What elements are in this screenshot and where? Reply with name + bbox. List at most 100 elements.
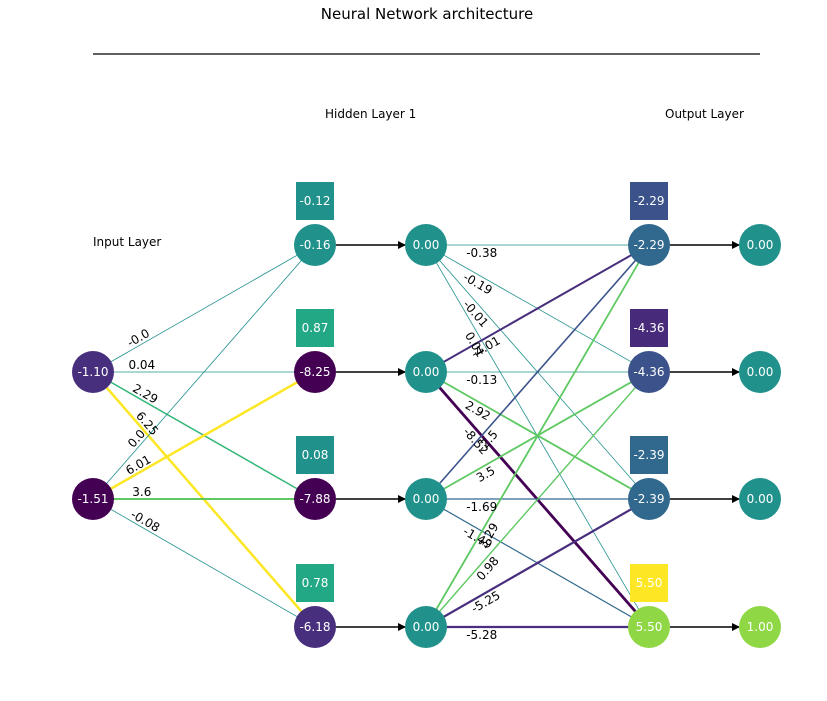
hidden-post-neuron: 0.00 [405, 351, 447, 393]
neuron-value: -2.39 [633, 492, 664, 506]
hidden-post-neuron: 0.00 [405, 478, 447, 520]
bias-box: -4.36 [630, 309, 668, 347]
neuron-circle [628, 606, 670, 648]
weight-label: -0.38 [466, 246, 497, 260]
neuron-value: -6.18 [299, 620, 330, 634]
edge-hidden-output [425, 244, 650, 628]
neuron-value: 0.00 [413, 238, 440, 252]
neuron-circle [405, 478, 447, 520]
bias-box: 0.87 [296, 309, 334, 347]
neuron-circle [72, 478, 114, 520]
edge-input-hidden [92, 244, 316, 500]
bias-box: -2.39 [630, 436, 668, 474]
bias-value: 0.08 [302, 448, 329, 462]
weight-label: -0.08 [128, 507, 162, 535]
edge-input-hidden [92, 244, 316, 373]
input-neuron: -1.51 [72, 478, 114, 520]
edge-hidden-output [425, 244, 650, 373]
activation-arrows [336, 241, 740, 631]
neuron-circle [405, 606, 447, 648]
bias-box: -2.29 [630, 182, 668, 220]
bias-rect [630, 182, 668, 220]
neuron-nodes: -1.10 -1.51 -0.16 -8.25 -7.88 -6.18 0.00 0.00 0.… [72, 224, 781, 648]
edge-hidden-output [425, 371, 650, 628]
neuron-circle [405, 351, 447, 393]
neuron-value: -4.36 [633, 365, 664, 379]
weight-label: -1.69 [466, 500, 497, 514]
neuron-circle [628, 351, 670, 393]
neuron-value: -1.10 [77, 365, 108, 379]
bias-rect [630, 564, 668, 602]
neuron-circle [294, 478, 336, 520]
bias-rect [630, 309, 668, 347]
output-post-neuron: 0.00 [739, 478, 781, 520]
neuron-value: -0.16 [299, 238, 330, 252]
neuron-circle [294, 606, 336, 648]
bias-value: 5.50 [636, 576, 663, 590]
output-post-neuron: 1.00 [739, 606, 781, 648]
bias-value: 0.87 [302, 321, 329, 335]
neuron-value: -2.29 [633, 238, 664, 252]
output-post-neuron: 0.00 [739, 351, 781, 393]
bias-box: 0.08 [296, 436, 334, 474]
output-pre-neuron: -2.29 [628, 224, 670, 266]
input-neuron: -1.10 [72, 351, 114, 393]
neuron-value: 0.00 [413, 492, 440, 506]
neuron-value: 0.00 [747, 492, 774, 506]
neuron-value: 1.00 [747, 620, 774, 634]
bias-box: 0.78 [296, 564, 334, 602]
bias-rect [296, 182, 334, 220]
hidden-post-neuron: 0.00 [405, 224, 447, 266]
hidden-layer-label: Hidden Layer 1 [325, 107, 416, 121]
diagram-title: Neural Network architecture [321, 5, 533, 23]
hidden-pre-neuron: -0.16 [294, 224, 336, 266]
input-layer-label: Input Layer [93, 235, 161, 249]
output-pre-neuron: 5.50 [628, 606, 670, 648]
neuron-value: 0.00 [747, 365, 774, 379]
neuron-circle [739, 224, 781, 266]
bias-rect [630, 436, 668, 474]
output-post-neuron: 0.00 [739, 224, 781, 266]
neuron-circle [739, 606, 781, 648]
weight-label: 3.6 [132, 485, 151, 499]
neuron-circle [628, 478, 670, 520]
weight-label: 3.5 [474, 463, 498, 485]
neuron-circle [739, 351, 781, 393]
connection-edges [92, 244, 651, 629]
neuron-circle [294, 351, 336, 393]
neuron-circle [294, 224, 336, 266]
neuron-value: 5.50 [636, 620, 663, 634]
hidden-pre-neuron: -6.18 [294, 606, 336, 648]
neuron-value: 0.00 [413, 365, 440, 379]
output-pre-neuron: -4.36 [628, 351, 670, 393]
neuron-value: 0.00 [413, 620, 440, 634]
bias-rect [296, 564, 334, 602]
neuron-value: -1.51 [77, 492, 108, 506]
neuron-circle [405, 224, 447, 266]
bias-value: -2.29 [633, 194, 664, 208]
edge-input-hidden [92, 370, 316, 501]
edge-hidden-output [425, 498, 650, 628]
neuron-value: -8.25 [299, 365, 330, 379]
weight-label: 0.04 [128, 358, 155, 372]
bias-value: -2.39 [633, 448, 664, 462]
weight-label: -0.13 [466, 373, 497, 387]
neuron-circle [628, 224, 670, 266]
bias-rect [296, 309, 334, 347]
bias-value: 0.78 [302, 576, 329, 590]
output-pre-neuron: -2.39 [628, 478, 670, 520]
bias-boxes: -0.12 0.87 0.08 0.78 -2.29 -4.36 -2.39 5.50 [296, 182, 668, 602]
neuron-value: -7.88 [299, 492, 330, 506]
bias-rect [296, 436, 334, 474]
weight-label: -5.28 [466, 628, 497, 642]
bias-box: 5.50 [630, 564, 668, 602]
neuron-circle [739, 478, 781, 520]
neuron-circle [72, 351, 114, 393]
edge-hidden-output [425, 244, 650, 500]
neuron-value: 0.00 [747, 238, 774, 252]
weight-label: 0.98 [474, 554, 502, 583]
hidden-pre-neuron: -8.25 [294, 351, 336, 393]
bias-value: -0.12 [299, 194, 330, 208]
output-layer-label: Output Layer [665, 107, 744, 121]
